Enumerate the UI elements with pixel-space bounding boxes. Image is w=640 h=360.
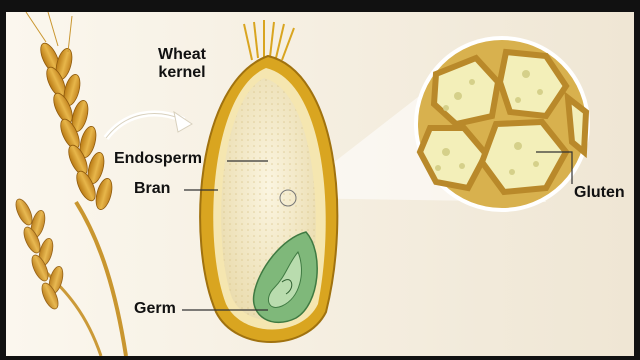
endosperm-label: Endosperm: [114, 150, 202, 167]
diagram-artwork: [6, 12, 634, 356]
bran-label: Bran: [134, 180, 170, 197]
title-line1: Wheat: [152, 46, 212, 63]
germ-label: Germ: [134, 300, 176, 317]
gluten-magnified-view: [416, 38, 588, 210]
title-line2: kernel: [152, 64, 212, 81]
gluten-label: Gluten: [574, 184, 625, 201]
diagram-panel: Wheat kernel Endosperm Bran Germ Gluten: [6, 12, 634, 356]
